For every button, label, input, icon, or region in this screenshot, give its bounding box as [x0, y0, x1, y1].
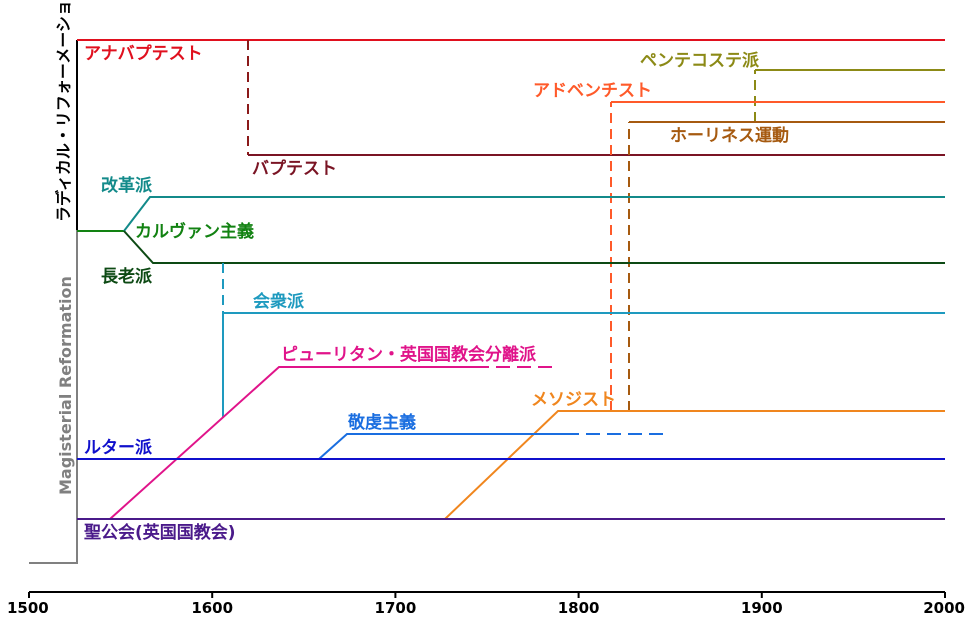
axis-tick-label: 1800	[558, 599, 600, 617]
puritan-label: ピューリタン・英国国教会分離派	[281, 344, 537, 365]
lutheran-label: ルター派	[84, 438, 153, 458]
branch-adventist: アドベンチスト	[533, 81, 945, 411]
era-bracket: ラディカル・リフォーメーション Magisterial Reformation	[29, 0, 78, 564]
anglican-label: 聖公会(英国国教会)	[84, 522, 236, 543]
holiness-label: ホーリネス運動	[670, 125, 789, 146]
branch-pentecostal: ペンテコステ派	[640, 51, 945, 122]
pietism-label: 敬虔主義	[347, 412, 416, 433]
axis-tick-label: 1600	[191, 599, 233, 617]
branch-baptist: バプテスト	[247, 40, 945, 179]
presbyterian-line	[123, 230, 945, 264]
magisterial-reformation-label: Magisterial Reformation	[56, 276, 75, 495]
axis-tick-label: 1900	[741, 599, 783, 617]
branch-holiness: ホーリネス運動	[628, 121, 945, 411]
adventist-label: アドベンチスト	[533, 81, 652, 101]
branch-lutheran: ルター派	[77, 438, 945, 460]
time-axis: 1500 1600 1700 1800 1900 2000	[7, 591, 965, 617]
baptist-label: バプテスト	[252, 158, 337, 179]
axis-tick-label: 2000	[923, 599, 965, 617]
branch-anglican: 聖公会(英国国教会)	[77, 518, 945, 543]
branch-calvinism: 改革派 カルヴァン主義 長老派	[77, 175, 945, 287]
branch-anabaptist: アナバプテスト	[77, 39, 945, 64]
axis-tick-label: 1700	[375, 599, 417, 617]
calvinism-label: カルヴァン主義	[135, 221, 254, 242]
branch-pietism: 敬虔主義	[318, 412, 665, 460]
branch-congregational: 会衆派	[222, 263, 945, 418]
methodist-label: メソジスト	[531, 390, 616, 410]
axis-ticks: 1500 1600 1700 1800 1900 2000	[7, 592, 965, 617]
congregational-label: 会衆派	[253, 291, 305, 312]
methodist-line	[444, 410, 945, 520]
presbyterian-label: 長老派	[101, 266, 153, 287]
reformed-line	[123, 196, 945, 232]
magisterial-bracket-line	[29, 230, 78, 564]
radical-reformation-label: ラディカル・リフォーメーション	[54, 0, 73, 222]
branch-methodist: メソジスト	[444, 390, 945, 520]
puritan-line	[109, 366, 475, 520]
congregational-line	[222, 312, 945, 418]
branch-puritan: ピューリタン・英国国教会分離派	[109, 344, 555, 520]
pentecostal-label: ペンテコステ派	[640, 51, 760, 71]
reformed-label: 改革派	[101, 175, 153, 196]
pietism-line	[318, 433, 565, 460]
axis-tick-label: 1500	[7, 599, 49, 617]
anabaptist-label: アナバプテスト	[84, 43, 203, 64]
